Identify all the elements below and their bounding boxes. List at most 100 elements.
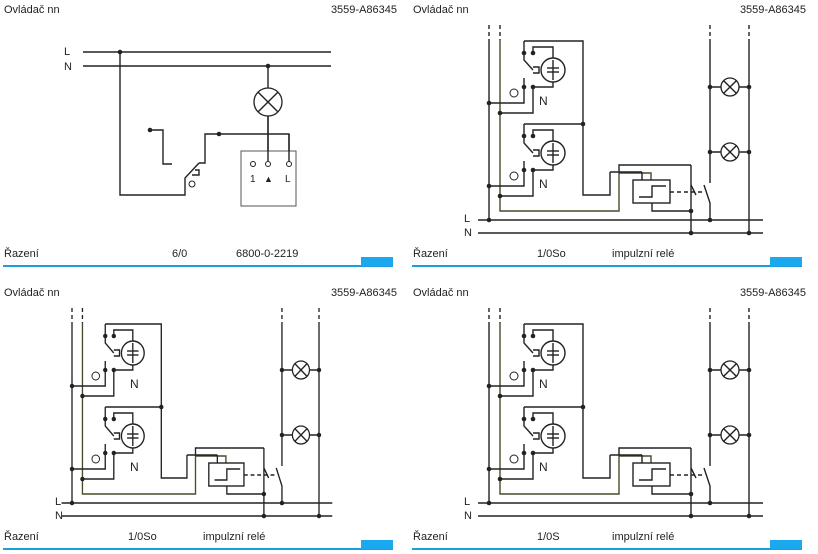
- wiring-diagram: LN1▲L: [64, 46, 331, 207]
- junction-dot: [147, 127, 153, 133]
- footer-label: Řazení: [4, 531, 39, 543]
- wire: [113, 329, 134, 341]
- wire: [532, 129, 554, 141]
- indicator-icon: [91, 371, 101, 381]
- article-code: 3559-A86345: [330, 287, 397, 299]
- junction-dot: [746, 230, 752, 236]
- lamp-cross: [294, 363, 308, 377]
- junction-dot: [497, 110, 503, 116]
- footer-label: Řazení: [4, 248, 39, 260]
- switch-contact: [690, 467, 697, 479]
- junction-dot: [261, 513, 267, 519]
- terminal-label-arrow: ▲: [264, 174, 273, 184]
- switch-contact: [523, 419, 534, 437]
- switch-contact: [523, 136, 534, 154]
- switch-actuator: [533, 432, 540, 440]
- junction-dot: [746, 432, 752, 438]
- junction-dot: [707, 149, 713, 155]
- label-N: N: [55, 510, 63, 522]
- footer-marker: [361, 257, 393, 266]
- junction-dot: [103, 333, 108, 339]
- footer-label: Řazení: [413, 531, 448, 543]
- switch-contact: [703, 467, 711, 503]
- diagram-panel-1: Ovládač nn 3559-A86345 Řazení 6/0 6800-0…: [0, 0, 409, 277]
- lamp-cross: [723, 363, 737, 377]
- junction-dot: [521, 367, 527, 373]
- diagram-panel-4: Ovládač nn 3559-A86345 Řazení 1/0S impul…: [409, 283, 818, 554]
- junction-dot: [521, 133, 527, 139]
- wire: [524, 40, 611, 196]
- wire: [194, 447, 264, 455]
- panel-title: Ovládač nn: [413, 4, 469, 16]
- indicator-icon: [509, 171, 519, 181]
- article-code: 3559-A86345: [739, 4, 806, 16]
- footer-rule: [3, 265, 393, 267]
- wire: [532, 329, 554, 341]
- junction-dot: [521, 50, 527, 56]
- junction-dot: [688, 491, 694, 497]
- junction-dot: [486, 100, 492, 106]
- junction-dot: [111, 333, 116, 339]
- junction-dot: [530, 133, 536, 139]
- indicator-icon: [188, 180, 196, 188]
- junction-dot: [486, 183, 492, 189]
- label-N-1: N: [539, 377, 548, 391]
- junction-dot: [80, 476, 85, 482]
- wire-N-riser: [499, 323, 652, 495]
- switch-contact: [690, 184, 697, 196]
- label-N-2: N: [539, 460, 548, 474]
- wire: [113, 365, 134, 371]
- diagram-group: LN1▲L: [64, 46, 331, 207]
- terminal-label-1: 1: [250, 174, 256, 185]
- junction-dot: [688, 513, 694, 519]
- terminal: [286, 161, 292, 167]
- junction-dot: [316, 513, 322, 519]
- junction-dot: [486, 466, 492, 472]
- switch-contact: [263, 467, 270, 479]
- wire: [524, 323, 611, 479]
- junction-dot: [103, 367, 108, 373]
- junction-dot: [316, 432, 322, 438]
- switch-actuator: [192, 169, 200, 176]
- lamp-cross: [257, 91, 279, 113]
- junction-dot: [707, 500, 713, 506]
- wire: [500, 453, 534, 480]
- junction-dot: [688, 230, 694, 236]
- diagram-panel-2: Ovládač nn 3559-A86345 Řazení 1/0So impu…: [409, 0, 818, 277]
- junction-dot: [530, 333, 536, 339]
- junction-dot: [746, 84, 752, 90]
- junction-dot: [216, 131, 222, 137]
- label-N: N: [64, 61, 72, 73]
- relay-symbol: [214, 468, 241, 481]
- junction-dot: [746, 367, 752, 373]
- article-code: 3559-A86345: [739, 287, 806, 299]
- switch-contact: [523, 336, 534, 354]
- switch-contact: [275, 467, 283, 503]
- footer-description: impulzní relé: [612, 531, 675, 543]
- indicator-icon: [509, 454, 519, 464]
- wire-N-riser: [499, 40, 652, 212]
- indicator-icon: [509, 371, 519, 381]
- junction-dot: [707, 432, 713, 438]
- junction-dot: [69, 383, 75, 389]
- junction-dot: [261, 491, 267, 497]
- footer-description: impulzní relé: [612, 248, 675, 260]
- junction-dot: [103, 450, 108, 456]
- panel-title: Ovládač nn: [4, 287, 60, 299]
- relay-symbol: [639, 468, 666, 481]
- wire: [533, 365, 554, 371]
- panel-title: Ovládač nn: [4, 4, 60, 16]
- footer-type: 1/0S: [537, 531, 560, 543]
- terminal: [250, 161, 256, 167]
- diagram-panel-3: Ovládač nn 3559-A86345 Řazení 1/0So impu…: [0, 283, 409, 554]
- diagram-scaled: [61, 308, 333, 519]
- junction-dot: [688, 208, 694, 214]
- label-L: L: [55, 496, 61, 508]
- junction-dot: [279, 367, 285, 373]
- indicator-icon: [509, 88, 519, 98]
- junction-dot: [159, 404, 164, 410]
